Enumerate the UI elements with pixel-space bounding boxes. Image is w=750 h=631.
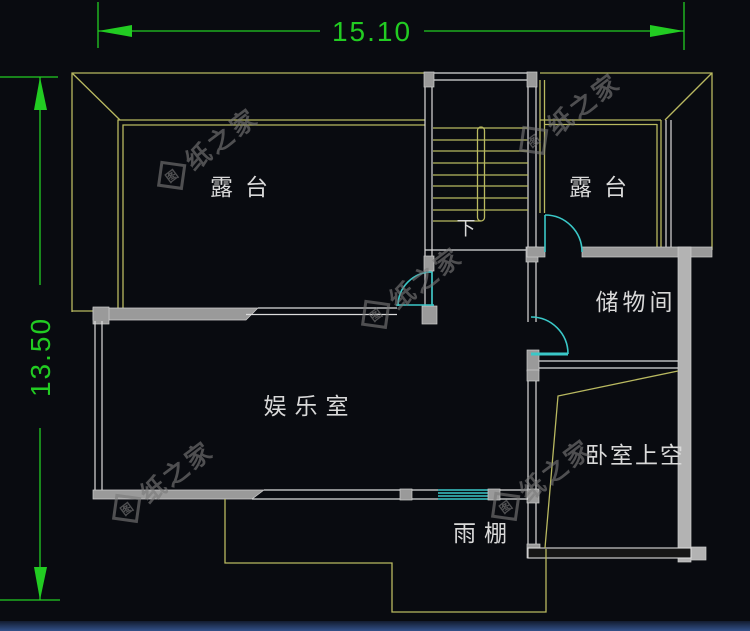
label-canopy: 雨棚 (453, 520, 515, 546)
bedroom-void (526, 369, 692, 559)
label-bedroom-void: 卧室上空 (585, 442, 685, 468)
label-left-terrace: 露台 (210, 174, 280, 200)
storage-room-walls (526, 316, 678, 372)
entertainment-room-walls (92, 271, 528, 501)
label-right-terrace: 露台 (569, 174, 639, 200)
watermark-logo-icon: 图 (156, 160, 187, 191)
right-terrace-outline (539, 72, 713, 250)
label-stair-down: 下 (456, 218, 476, 240)
watermark-logo-icon: 图 (111, 493, 142, 524)
terrace-door (544, 214, 583, 253)
right-walls (526, 246, 713, 563)
label-entertainment: 娱乐室 (263, 393, 357, 419)
stairwell-walls (421, 71, 539, 325)
watermark-logo-icon: 图 (360, 299, 391, 330)
staircase (433, 126, 528, 222)
watermark-logo-icon: 图 (490, 491, 521, 522)
canopy-outline (224, 499, 547, 613)
dimension-height-value: 13.50 (25, 316, 56, 398)
label-storage: 储物间 (595, 289, 677, 315)
bottom-blue-strip (0, 621, 750, 631)
watermark-logo-icon: 图 (518, 125, 549, 156)
dimension-width-value: 15.10 (331, 16, 413, 47)
dimension-lines (0, 2, 685, 601)
